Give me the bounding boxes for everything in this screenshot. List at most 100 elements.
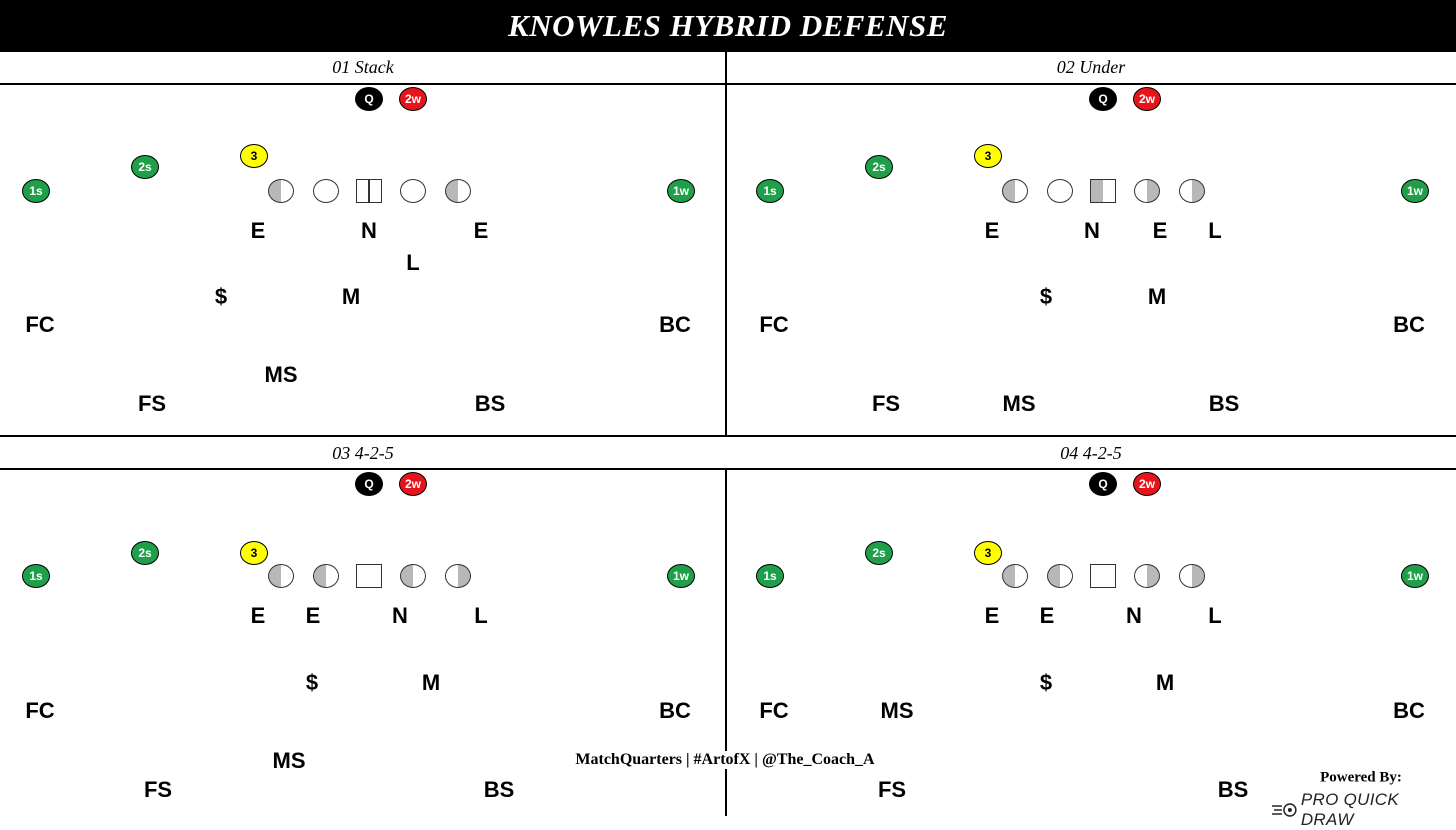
defender-label-f1: FC [25, 312, 55, 337]
defender-label-f1: BS [474, 391, 506, 416]
offensive-lineman-f3 [400, 564, 426, 588]
receiver-1w-f4: 1w [1401, 564, 1429, 588]
offensive-center-f4 [1090, 564, 1116, 588]
receiver-quarterback-f4: Q [1089, 472, 1117, 496]
offensive-lineman-f1 [445, 179, 471, 203]
defender-label-f3: L [474, 603, 488, 628]
offensive-lineman-f4 [1047, 564, 1073, 588]
defender-label-f2: L [1208, 218, 1222, 243]
receiver-1s-f4: 1s [756, 564, 784, 588]
defender-label-f3: FS [143, 777, 173, 802]
defender-label-f2: MS [1002, 391, 1036, 416]
divider-top-1 [0, 83, 1456, 85]
defender-label-f2: BS [1208, 391, 1240, 416]
receiver-1w-f1: 1w [667, 179, 695, 203]
offensive-lineman-f2 [1134, 179, 1160, 203]
offensive-center-f3 [356, 564, 382, 588]
pro-quick-draw-logo: PRO QUICK DRAW [1272, 790, 1456, 830]
defender-label-f1: L [406, 250, 420, 275]
defender-label-f4: L [1208, 603, 1222, 628]
footer-credit: MatchQuarters | #ArtofX | @The_Coach_A [569, 751, 881, 769]
offensive-lineman-f4 [1179, 564, 1205, 588]
defender-label-f3: N [392, 603, 408, 628]
defender-label-f1: E [473, 218, 489, 243]
defender-label-f1: M [341, 284, 361, 309]
defender-label-f1: FS [137, 391, 167, 416]
defender-label-f4: MS [880, 698, 914, 723]
receiver-quarterback-f1: Q [355, 87, 383, 111]
defender-label-f2: E [1152, 218, 1168, 243]
receiver-2w-f2: 2w [1133, 87, 1161, 111]
receiver-2w-f3: 2w [399, 472, 427, 496]
receiver-2s-f1: 2s [131, 155, 159, 179]
diagram-title: KNOWLES HYBRID DEFENSE [0, 0, 1456, 52]
offensive-lineman-f1 [268, 179, 294, 203]
offensive-lineman-f2 [1047, 179, 1073, 203]
formation-title-1: 01 Stack [332, 57, 394, 77]
receiver-2s-f2: 2s [865, 155, 893, 179]
defender-label-f2: M [1147, 284, 1167, 309]
defender-label-f3: E [250, 603, 266, 628]
defender-label-f4: E [984, 603, 1000, 628]
receiver-1w-f3: 1w [667, 564, 695, 588]
diagram-title-text: KNOWLES HYBRID DEFENSE [508, 8, 948, 43]
defender-label-f4: FS [877, 777, 907, 802]
defender-label-f4: BC [1393, 698, 1425, 723]
receiver-quarterback-f3: Q [355, 472, 383, 496]
defender-label-f2: N [1084, 218, 1100, 243]
divider-vertical-top [725, 52, 727, 436]
defender-label-f4: FC [759, 698, 789, 723]
defender-label-f3: E [305, 603, 321, 628]
defender-label-f1: BC [659, 312, 691, 337]
offensive-center-f1 [356, 179, 382, 203]
receiver-1s-f3: 1s [22, 564, 50, 588]
defender-label-f3: M [421, 670, 441, 695]
defender-label-f1: N [361, 218, 377, 243]
offensive-lineman-f3 [445, 564, 471, 588]
offensive-lineman-f3 [313, 564, 339, 588]
receiver-2s-f3: 2s [131, 541, 159, 565]
defender-label-f4: E [1039, 603, 1055, 628]
receiver-1w-f2: 1w [1401, 179, 1429, 203]
receiver-2s-f4: 2s [865, 541, 893, 565]
receiver-3-f3: 3 [240, 541, 268, 565]
defender-label-f1: $ [214, 284, 228, 309]
receiver-quarterback-f2: Q [1089, 87, 1117, 111]
receiver-3-f1: 3 [240, 144, 268, 168]
defender-label-f2: $ [1039, 284, 1053, 309]
defender-label-f4: BS [1217, 777, 1249, 802]
offensive-lineman-f4 [1134, 564, 1160, 588]
powered-by-label: Powered By: [1320, 769, 1402, 786]
divider-middle [0, 435, 1456, 437]
formation-title-4: 04 4-2-5 [1060, 443, 1122, 463]
offensive-lineman-f1 [400, 179, 426, 203]
defender-label-f3: FC [25, 698, 55, 723]
divider-middle-2 [0, 468, 1456, 470]
defender-label-f3: BS [483, 777, 515, 802]
offensive-center-f2 [1090, 179, 1116, 203]
receiver-2w-f4: 2w [1133, 472, 1161, 496]
defender-label-f2: E [984, 218, 1000, 243]
receiver-3-f4: 3 [974, 541, 1002, 565]
offensive-lineman-f3 [268, 564, 294, 588]
defender-label-f2: FC [759, 312, 789, 337]
defender-label-f4: N [1126, 603, 1142, 628]
receiver-1s-f1: 1s [22, 179, 50, 203]
formation-title-3: 03 4-2-5 [332, 443, 394, 463]
defender-label-f1: MS [264, 362, 298, 387]
defender-label-f2: FS [871, 391, 901, 416]
defender-label-f3: MS [272, 748, 306, 773]
formation-title-2: 02 Under [1056, 57, 1126, 77]
pro-quick-draw-text: PRO QUICK DRAW [1300, 790, 1399, 829]
receiver-1s-f2: 1s [756, 179, 784, 203]
defender-label-f3: BC [659, 698, 691, 723]
receiver-2w-f1: 2w [399, 87, 427, 111]
receiver-3-f2: 3 [974, 144, 1002, 168]
defender-label-f3: $ [305, 670, 319, 695]
divider-vertical-bottom [725, 468, 727, 816]
offensive-lineman-f2 [1002, 179, 1028, 203]
offensive-lineman-f4 [1002, 564, 1028, 588]
defender-label-f4: $ [1039, 670, 1053, 695]
defender-label-f1: E [250, 218, 266, 243]
offensive-lineman-f2 [1179, 179, 1205, 203]
